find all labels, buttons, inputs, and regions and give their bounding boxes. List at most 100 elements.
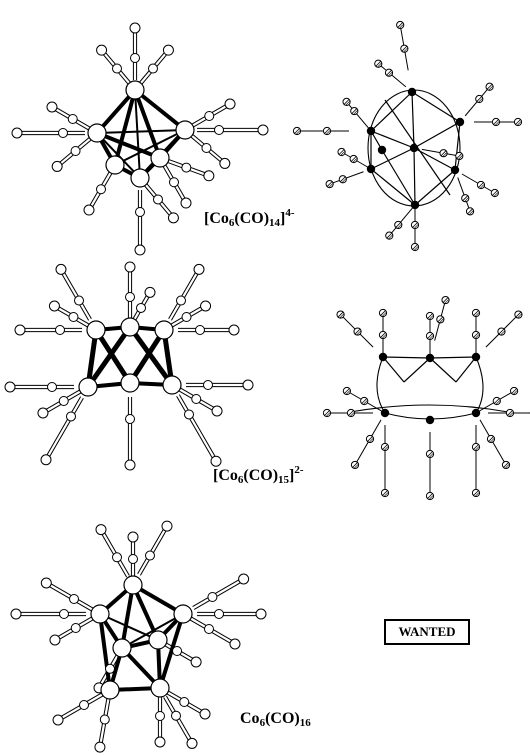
atom-hatch (458, 155, 463, 160)
carbon-atom (201, 142, 212, 153)
oxygen-atom (161, 520, 173, 532)
oxygen-atom (124, 261, 136, 273)
atom-hatch (294, 128, 300, 134)
atom-hatch (414, 224, 419, 229)
co-ligand-bond (44, 396, 82, 460)
co-co-bond (127, 327, 167, 386)
carbon-atom (112, 63, 123, 74)
atom-hatch (326, 130, 331, 135)
oxygen-atom (55, 263, 67, 275)
cobalt-atom (471, 352, 481, 362)
carbon-atom (181, 162, 192, 173)
oxygen-atom (242, 379, 254, 391)
ortep-co6-co15 (4, 261, 254, 471)
atom-hatch (507, 410, 513, 416)
cobalt-atom (173, 604, 193, 624)
atom-hatch (339, 313, 345, 319)
atom-hatch (493, 192, 499, 197)
atom-hatch (475, 492, 480, 497)
oxygen-atom (228, 324, 240, 336)
atom-hatch (382, 444, 388, 450)
carbon-atom (172, 646, 183, 656)
atom-hatch (473, 490, 479, 496)
carbon-atom (195, 325, 205, 335)
carbon-atom (125, 414, 135, 424)
cobalt-atom (125, 80, 145, 100)
co-ligand-bond (139, 526, 169, 576)
edge-line (382, 356, 431, 359)
oxygen-atom (180, 197, 192, 209)
oxygen-atom (40, 454, 52, 466)
co-co-bond (113, 88, 137, 167)
atom-hatch (343, 99, 350, 105)
co-co-bond (133, 88, 162, 160)
oxygen-atom (144, 286, 156, 298)
cobalt-atom (154, 320, 174, 340)
edge-line (370, 168, 416, 206)
carbon-atom (79, 700, 90, 710)
atom-hatch (437, 316, 444, 323)
atom-hatch (397, 22, 403, 28)
cobalt-atom (120, 373, 140, 393)
atom-hatch (363, 400, 368, 405)
edge-line (429, 357, 457, 383)
schematic-co6-co15 (322, 295, 530, 501)
oxygen-atom (127, 531, 139, 543)
edge-line (411, 91, 415, 149)
atom-hatch (488, 436, 494, 442)
co-ligand-bond (46, 581, 95, 610)
atom-hatch (492, 190, 498, 196)
atom-hatch (429, 453, 434, 458)
co-co-bond (134, 89, 141, 179)
atom-hatch (493, 119, 499, 125)
atom-hatch (464, 197, 469, 202)
oxygen-atom (48, 300, 60, 312)
carbon-atom (66, 411, 76, 422)
carbon-atom (169, 177, 179, 188)
oxygen-atom (49, 634, 61, 646)
carbon-atom (191, 394, 202, 404)
atom-hatch (352, 158, 358, 163)
atom-hatch (478, 98, 483, 103)
atom-hatch (345, 100, 351, 106)
edge-line (414, 169, 456, 206)
atom-hatch (388, 71, 393, 77)
wanted-box: WANTED (384, 619, 470, 645)
co-ligand-bond (46, 397, 84, 461)
atom-hatch (350, 412, 355, 417)
atom-hatch (462, 195, 469, 201)
carbon-atom (136, 302, 146, 313)
co-ligand-bond (178, 394, 218, 461)
atom-hatch (480, 184, 485, 189)
co-co-bond (158, 612, 185, 690)
atom-hatch (380, 332, 386, 338)
oxygen-atom (199, 708, 211, 720)
edge-line (413, 121, 461, 149)
atom-hatch (354, 464, 359, 469)
co-ligand-bond (101, 528, 130, 576)
cobalt-atom (87, 123, 107, 143)
carbon-atom (203, 624, 214, 634)
oxygen-atom (190, 656, 202, 668)
atom-hatch (442, 297, 449, 303)
atom-hatch (324, 410, 330, 416)
cobalt-atom (130, 168, 150, 188)
co-ligand-bond (163, 697, 192, 745)
carbon-atom (214, 125, 224, 135)
oxygen-atom (219, 157, 231, 169)
carbon-atom (204, 111, 215, 121)
oxygen-atom (203, 170, 215, 182)
cobalt-atom (148, 630, 168, 650)
atom-hatch (513, 390, 518, 395)
carbon-atom (55, 325, 65, 335)
cobalt-atom (366, 126, 376, 136)
carbon-atom (105, 663, 115, 674)
oxygen-atom (224, 98, 236, 110)
atom-hatch (500, 330, 505, 335)
atom-hatch (493, 398, 500, 404)
carbon-atom (59, 609, 69, 619)
atom-hatch (412, 222, 418, 228)
edge-line (370, 130, 415, 149)
atom-hatch (386, 69, 392, 76)
carbon-atom (112, 552, 122, 563)
